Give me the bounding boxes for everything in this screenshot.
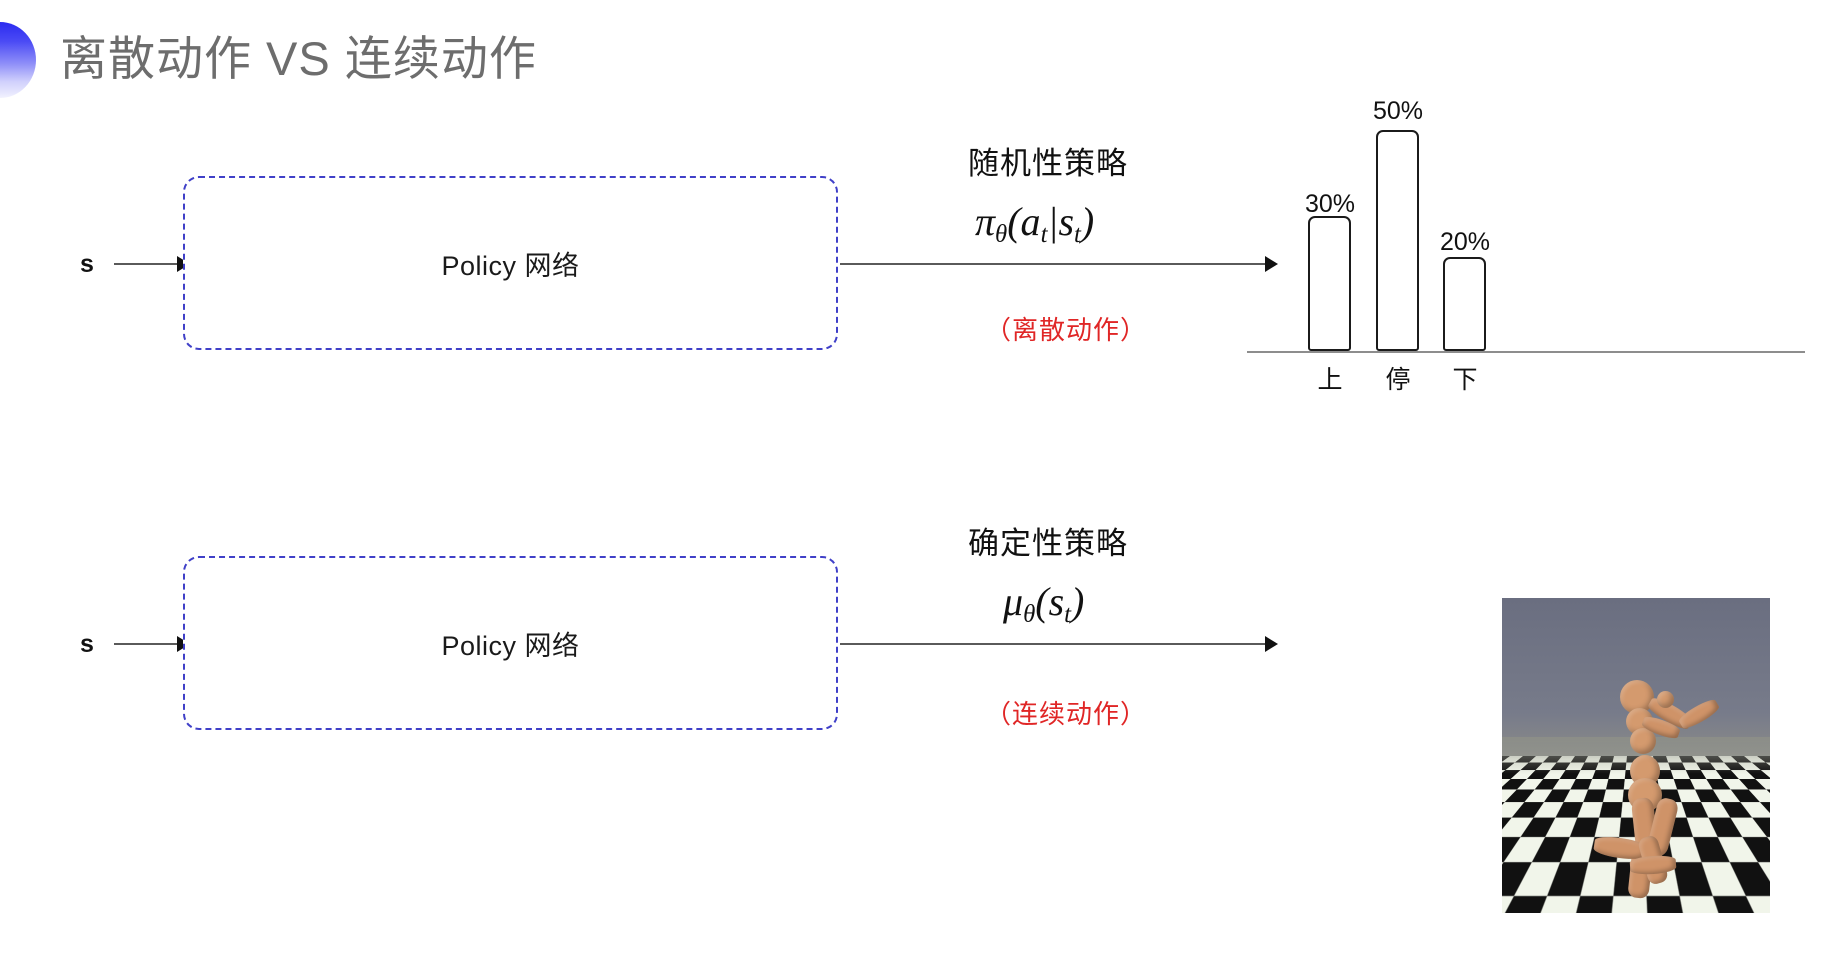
bar-value-up: 30% — [1304, 190, 1356, 218]
bar-down — [1443, 257, 1486, 351]
output-arrow-head-discrete — [1265, 256, 1278, 272]
chart-x-axis — [1247, 351, 1805, 353]
humanoid-simulation-image — [1502, 598, 1770, 913]
input-state-label-discrete: s — [80, 250, 94, 278]
formula-theta-2: θ — [1023, 600, 1036, 628]
bar-category-stop: 停 — [1385, 366, 1411, 394]
output-arrow-head-continuous — [1265, 636, 1278, 652]
formula-mu: μ — [1003, 579, 1024, 624]
humanoid-torso-mid — [1630, 728, 1656, 754]
formula-close: ) — [1080, 199, 1095, 244]
page-title: 离散动作 VS 连续动作 — [60, 32, 537, 85]
action-probability-bar-chart: 30% 上 50% 停 20% 下 — [1247, 95, 1846, 395]
formula-t-3: t — [1064, 600, 1072, 628]
input-state-label-continuous: s — [80, 630, 94, 658]
output-arrow-line-continuous — [840, 643, 1272, 645]
policy-network-box-discrete[interactable]: Policy 网络 — [183, 176, 838, 350]
formula-close-2: ) — [1071, 579, 1085, 624]
formula-open-a: (a — [1007, 199, 1041, 244]
bar-value-stop: 50% — [1372, 97, 1424, 125]
formula-open-s: (s — [1035, 579, 1065, 624]
bar-category-down: 下 — [1452, 366, 1478, 394]
formula-t-2: t — [1074, 220, 1081, 248]
policy-kind-deterministic: 确定性策略 — [968, 526, 1128, 561]
bar-up — [1308, 216, 1351, 351]
output-arrow-line-discrete — [840, 263, 1272, 265]
formula-t-1: t — [1040, 220, 1048, 248]
policy-formula-deterministic: μθ(st) — [1003, 578, 1084, 629]
policy-network-label-continuous: Policy 网络 — [441, 630, 580, 661]
input-arrow-line-discrete — [114, 263, 184, 265]
policy-formula-stochastic: πθ(at|st) — [975, 198, 1094, 249]
half-circle-gradient-icon — [0, 22, 36, 98]
policy-kind-stochastic: 随机性策略 — [968, 146, 1128, 181]
policy-network-box-continuous[interactable]: Policy 网络 — [183, 556, 838, 730]
policy-network-label-discrete: Policy 网络 — [441, 250, 580, 281]
humanoid-hand-right — [1657, 691, 1674, 708]
bar-stop — [1376, 130, 1419, 351]
formula-pi: π — [975, 199, 996, 244]
note-continuous-action: （连续动作） — [985, 699, 1148, 729]
formula-theta: θ — [995, 220, 1008, 248]
formula-bar-s: |s — [1047, 199, 1075, 244]
note-discrete-action: （离散动作） — [985, 315, 1148, 345]
bar-category-up: 上 — [1317, 366, 1343, 394]
bar-value-down: 20% — [1439, 228, 1491, 256]
input-arrow-line-continuous — [114, 643, 184, 645]
